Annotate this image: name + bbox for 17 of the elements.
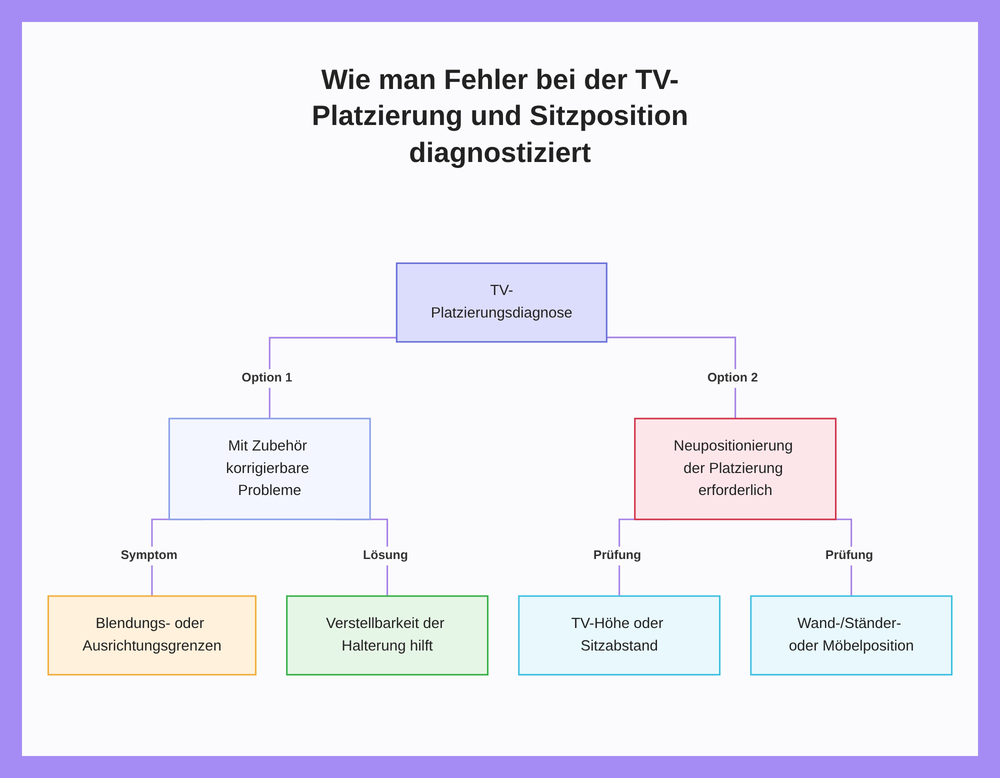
edge-label: Option 2: [707, 371, 758, 385]
edge-label: Lösung: [363, 549, 408, 562]
node-box: [286, 595, 488, 676]
edge-label: Option 1: [242, 371, 292, 385]
node-box: [47, 595, 256, 676]
connector: [606, 336, 736, 419]
diagram-title: Wie man Fehler bei der TV-Platzierung und Sitzposition diagnostiziert: [310, 63, 690, 170]
node-box: [396, 262, 608, 343]
edge-label: Symptom: [120, 549, 178, 562]
node-box: [518, 595, 721, 676]
connector: [268, 336, 397, 419]
node-box: [750, 595, 953, 676]
node-box: [168, 418, 371, 520]
card-background: Wie man Fehler bei der TV-Platzierung und Sitzposition diagnostiziert Option 1 Option 2 Symptom Lösung Prüfung Prüfung TV-Platzierungsdiagnose Mit Zubehör korrigierbare Probleme Neupositionierung der Platzierung erforderlich Blendungs- oder Ausrichtungsgrenzen Verstellbarkeit der Halterung hilft TV-Höhe oder Sitzabstand Wand-/Ständer- oder Möbelposition: [22, 22, 978, 756]
node-box: [634, 418, 837, 520]
edge-label: Prüfung: [825, 549, 874, 562]
edge-label: Prüfung: [593, 549, 642, 562]
